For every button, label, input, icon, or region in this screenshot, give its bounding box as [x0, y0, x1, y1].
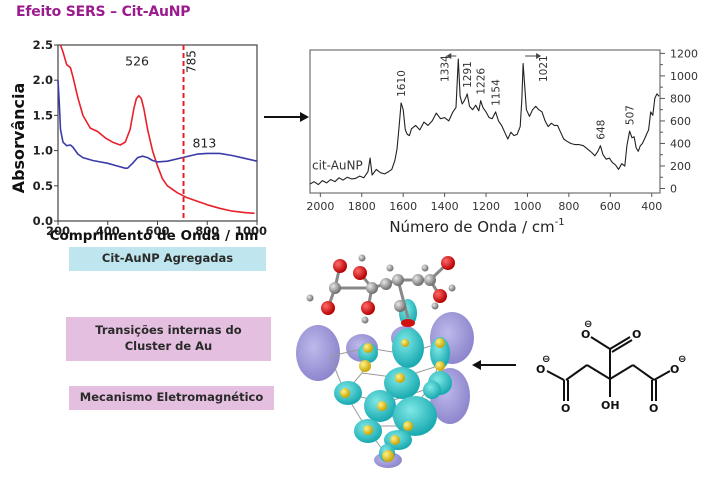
raman-series-label: cit-AuNP — [312, 158, 363, 172]
gold-atoms — [340, 338, 445, 462]
peak-label-1610: 1610 — [396, 70, 408, 97]
uv-y-tick-label: 0.0 — [33, 214, 53, 228]
atom-o-right-minus: O — [670, 363, 679, 376]
peak-label-1021: 1021 — [538, 55, 550, 82]
peak-label-507: 507 — [625, 105, 637, 125]
raman-y-tick-label: 200 — [670, 160, 691, 173]
aggregated-label-box: Cit-AuNP Agregadas — [69, 247, 266, 271]
au-cluster-orbital-render — [296, 254, 474, 468]
aggregated-label: Cit-AuNP Agregadas — [101, 251, 234, 266]
uv-series-line-cit-aunp-agregadas — [57, 80, 258, 169]
atom-o-top-minus: O — [581, 328, 590, 341]
uv-y-tick-label: 0.5 — [33, 179, 53, 193]
annotation-526: 526 — [125, 54, 149, 69]
mechanism-label-box: Mecanismo Eletromagnético — [69, 386, 274, 410]
annotation-813: 813 — [192, 135, 216, 150]
raman-x-tick-label: 1000 — [513, 200, 541, 213]
transitions-label-box: Transições internas do Cluster de Au — [66, 317, 271, 361]
uv-y-tick-label: 2.0 — [33, 73, 53, 87]
peak-label-1291: 1291 — [462, 61, 474, 88]
raman-y-tick-label: 1200 — [670, 47, 698, 60]
raman-y-tick-label: 0 — [670, 182, 677, 195]
atom-o-left-double: O — [561, 402, 570, 415]
uv-x-tick-label: 400 — [96, 224, 120, 238]
raman-x-tick-label: 400 — [641, 200, 662, 213]
uv-x-tick-label: 1000 — [235, 224, 267, 238]
uv-x-axis-label: Comprimento de Onda / nm — [50, 228, 259, 244]
atom-o-top-double: O — [632, 328, 641, 341]
raman-x-tick-label: 2000 — [306, 200, 334, 213]
raman-series-line — [309, 58, 660, 186]
uv-x-tick-label: 800 — [195, 224, 219, 238]
peak-pointer-arrowhead — [536, 53, 542, 59]
peak-pointer-arrowhead — [446, 53, 452, 59]
mechanism-label: Mecanismo Eletromagnético — [79, 390, 264, 405]
raman-x-axis-label: Número de Onda / cm-1 — [389, 217, 564, 236]
raman-x-tick-label: 1200 — [472, 200, 500, 213]
atom-oh: OH — [601, 399, 620, 412]
charge-right: ⊖ — [678, 354, 686, 365]
uv-y-tick-label: 1.5 — [33, 108, 53, 122]
atom-o-left-minus: O — [536, 363, 545, 376]
citrate-molecule-3d — [306, 254, 456, 327]
uv-y-tick-label: 1.0 — [33, 144, 53, 158]
transitions-label-line2: Cluster de Au — [124, 339, 213, 353]
uv-y-tick-label: 2.5 — [33, 38, 53, 52]
raman-y-tick-label: 600 — [670, 115, 691, 128]
raman-y-tick-label: 400 — [670, 137, 691, 150]
raman-x-tick-label: 1800 — [348, 200, 376, 213]
peak-label-1154: 1154 — [491, 79, 503, 106]
slide-title: Efeito SERS – Cit-AuNP — [16, 4, 191, 20]
uv-x-tick-label: 600 — [145, 224, 169, 238]
cyan-orbital-lobes — [334, 299, 452, 462]
annotation-785: 785 — [185, 50, 199, 73]
raman-y-tick-label: 1000 — [670, 70, 698, 83]
uv-vis-chart: 200 400 600 800 1000 0.0 0.5 1.0 1.5 2.0 2.5 526 81… — [9, 38, 267, 244]
raman-y-tick-label: 800 — [670, 92, 691, 105]
raman-x-tick-label: 800 — [558, 200, 579, 213]
uv-x-tick-label: 200 — [46, 224, 70, 238]
raman-chart: 2000 1800 1600 1400 1200 1000 800 600 400 0 200 400… — [306, 47, 698, 236]
peak-label-1226: 1226 — [476, 68, 488, 95]
raman-plot-frame — [309, 49, 661, 194]
peak-label-648: 648 — [595, 120, 607, 140]
arrow-left — [472, 360, 516, 370]
raman-x-tick-label: 1600 — [389, 200, 417, 213]
arrow-right — [264, 112, 309, 122]
atom-o-right-double: O — [649, 402, 658, 415]
transitions-label-line1: Transições internas do — [95, 323, 242, 338]
raman-x-tick-label: 600 — [600, 200, 621, 213]
citrate-structure: O ⊖ O O ⊖ O OH O O ⊖ — [536, 319, 686, 415]
charge-top: ⊖ — [584, 319, 592, 330]
uv-series-line-cit-aunp — [59, 44, 255, 215]
uv-plot-frame — [57, 44, 258, 222]
raman-x-tick-label: 1400 — [431, 200, 459, 213]
peak-label-1334: 1334 — [439, 55, 451, 82]
charge-left: ⊖ — [542, 354, 550, 365]
uv-y-axis-label: Absorvância — [9, 83, 28, 194]
